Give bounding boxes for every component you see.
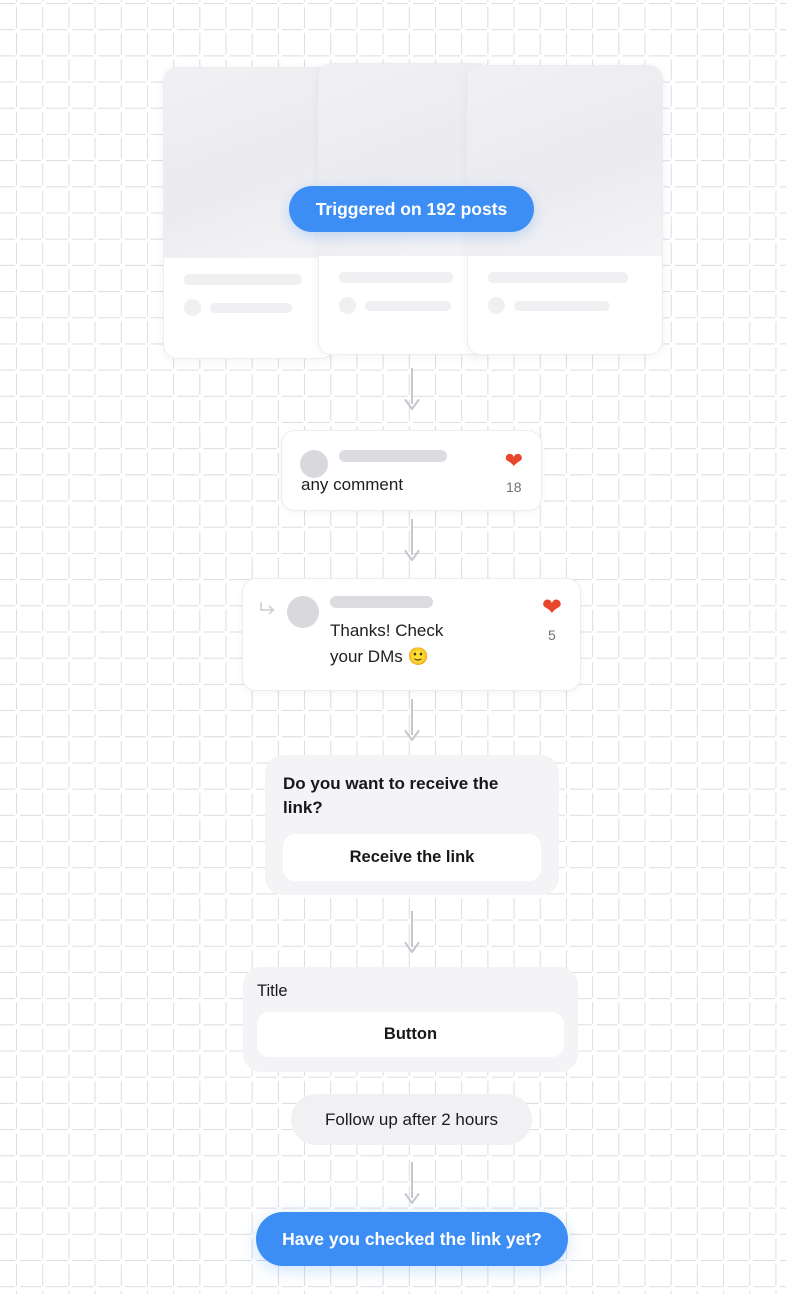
followup-delay-node[interactable]: Follow up after 2 hours	[291, 1094, 532, 1145]
skeleton-bar	[184, 274, 302, 285]
heart-icon: ❤	[541, 594, 562, 621]
skeleton-bar	[514, 300, 610, 311]
post-card-body	[468, 256, 662, 314]
skeleton-bar	[210, 302, 292, 313]
heart-icon: ❤	[504, 448, 523, 473]
like-group[interactable]: ❤ 18	[504, 448, 523, 496]
avatar	[300, 450, 328, 478]
reply-content: Thanks! Check your DMs 🙂	[330, 596, 534, 671]
template-title: Title	[257, 982, 288, 1000]
skeleton-bar	[365, 300, 451, 311]
skeleton-row	[184, 299, 314, 316]
avatar	[287, 596, 319, 628]
username-placeholder	[339, 450, 447, 462]
skeleton-avatar	[184, 299, 201, 316]
followup-message-node[interactable]: Have you checked the link yet?	[256, 1212, 568, 1266]
skeleton-row	[339, 297, 469, 314]
like-count: 18	[505, 479, 522, 495]
arrow-5	[402, 1162, 422, 1208]
comment-text: any comment	[301, 475, 404, 494]
reply-node[interactable]: Thanks! Check your DMs 🙂 ❤ 5	[242, 578, 581, 691]
post-card-body	[164, 258, 334, 316]
post-card-body	[319, 256, 489, 314]
skeleton-bar	[488, 272, 628, 283]
skeleton-bar	[339, 272, 453, 283]
arrow-3	[402, 699, 422, 745]
comment-node[interactable]: any comment ❤ 18	[281, 430, 542, 511]
skeleton-avatar	[339, 297, 356, 314]
arrow-1	[402, 368, 422, 414]
skeleton-row	[488, 297, 642, 314]
comment-content: any comment	[301, 450, 497, 498]
skeleton-avatar	[488, 297, 505, 314]
template-button[interactable]: Button	[257, 1012, 564, 1057]
template-node[interactable]: Title Button	[243, 967, 578, 1072]
arrow-2	[402, 519, 422, 565]
trigger-badge[interactable]: Triggered on 192 posts	[289, 186, 534, 232]
like-count: 5	[548, 627, 556, 643]
reply-arrow-icon	[259, 602, 277, 623]
username-placeholder	[330, 596, 433, 608]
dm-message-node[interactable]: Do you want to receive the link? Receive…	[265, 755, 559, 895]
dm-message-text: Do you want to receive the link?	[283, 774, 499, 818]
reply-text: Thanks! Check your DMs 🙂	[330, 621, 444, 667]
like-group[interactable]: ❤ 5	[541, 594, 562, 644]
receive-link-button[interactable]: Receive the link	[283, 834, 541, 882]
arrow-4	[402, 911, 422, 957]
